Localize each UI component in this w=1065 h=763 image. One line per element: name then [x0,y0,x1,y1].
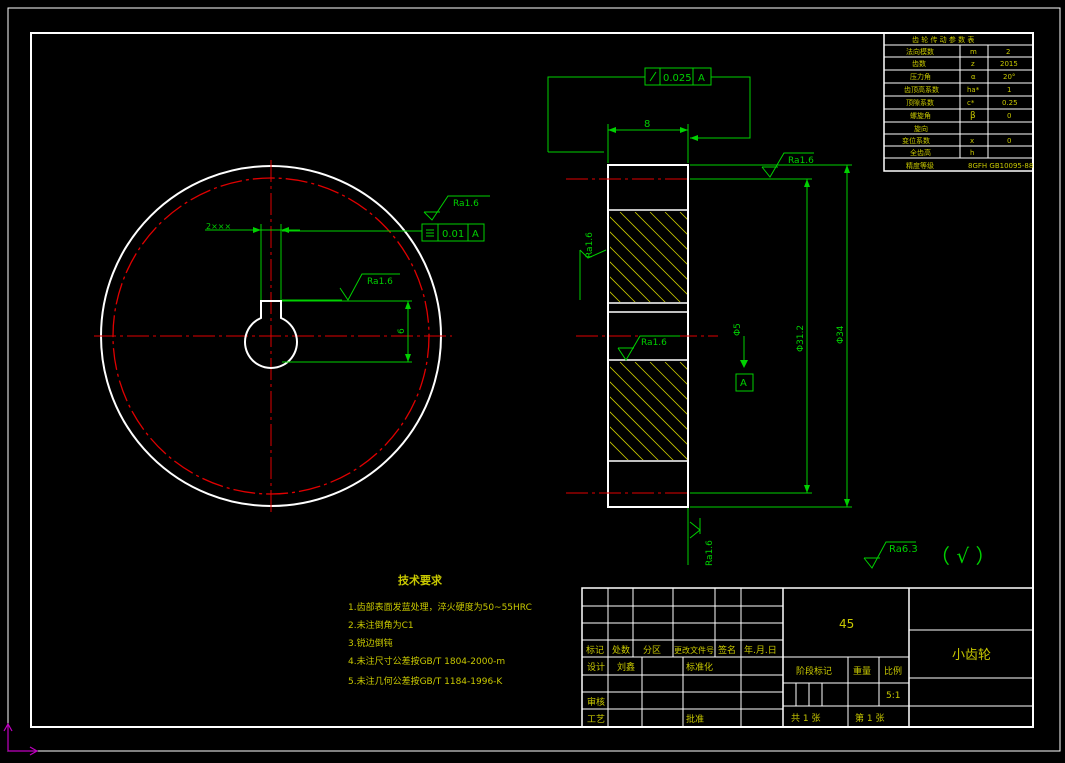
svg-text:2015: 2015 [1000,60,1018,68]
svg-text:ha*: ha* [967,86,980,94]
svg-text:1: 1 [1007,86,1011,94]
hatch-upper [610,212,687,302]
svg-text:年.月.日: 年.月.日 [744,644,777,656]
pitch-dia-dim: Φ31.2 [796,325,806,352]
flatness-tol: 0.01 [442,229,464,240]
svg-text:c*: c* [967,99,975,107]
outer-dia-dim: Φ34 [836,325,846,344]
svg-text:5.未注几何公差按GB/T 1184-1996-K: 5.未注几何公差按GB/T 1184-1996-K [348,675,503,687]
svg-text:h: h [970,149,974,157]
hatch-lower [610,362,687,460]
part-name: 小齿轮 [952,648,991,663]
svg-text:第 1 张: 第 1 张 [855,712,884,724]
runout-tol: 0.025 [663,73,692,84]
datum-a-box [735,373,754,392]
svg-text:精度等级: 精度等级 [906,161,934,170]
front-view: 2××× 0.01 A Ra1.6 Ra1.6 6 [94,160,490,512]
svg-text:齿顶高系数: 齿顶高系数 [904,85,939,94]
svg-text:阶段标记: 阶段标记 [796,665,832,677]
title-block: 标记 处数 分区 更改文件号 签名 年.月.日 设计 刘鑫 标准化 审核 工艺 … [581,587,1034,728]
svg-text:m: m [970,48,977,56]
svg-text:Ra6.3: Ra6.3 [889,544,918,555]
svg-text:法向模数: 法向模数 [906,47,934,56]
svg-text:螺旋角: 螺旋角 [910,111,931,120]
roughness-bottom: Ra1.6 [705,540,715,566]
section-view: 8 0.025 A Ra1.6 Ra1.6 Ra1.6 Φ5 A [547,67,852,566]
param-table: 齿 轮 传 动 参 数 表 法向模数 m 2 齿数 z 2015 压力角 α 2… [883,32,1034,172]
svg-text:全齿高: 全齿高 [910,148,931,157]
ucs-axis-icon [3,722,39,756]
inner-border [30,32,1034,728]
svg-text:分区: 分区 [643,645,661,656]
runout-frame [644,67,712,86]
svg-text:3.锐边倒钝: 3.锐边倒钝 [348,637,393,649]
svg-text:签名: 签名 [718,644,736,656]
roughness-left-face: Ra1.6 [585,232,595,258]
bore-dim: Φ5 [733,323,743,336]
tech-requirements: 技术要求 1.齿部表面发蓝处理，淬火硬度为50~55HRC 2.未注倒角为C1 … [348,573,532,687]
svg-text:变位系数: 变位系数 [902,136,930,145]
svg-text:更改文件号: 更改文件号 [674,645,714,655]
svg-text:齿数: 齿数 [912,59,926,68]
svg-text:处数: 处数 [612,644,630,656]
svg-text:5:1: 5:1 [886,691,900,701]
svg-text:z: z [971,60,975,68]
material: 45 [839,617,854,631]
svg-text:顶隙系数: 顶隙系数 [906,98,934,107]
svg-text:刘鑫: 刘鑫 [617,661,635,673]
svg-text:旋向: 旋向 [914,124,928,133]
flatness-datum: A [472,229,479,240]
svg-text:β: β [970,111,976,121]
bore-keyway [244,300,298,369]
svg-text:标记: 标记 [586,644,604,656]
svg-text:共 1 张: 共 1 张 [791,713,820,724]
datum-a: A [740,378,747,389]
roughness-bore: Ra1.6 [641,338,667,348]
tech-title: 技术要求 [398,573,443,587]
svg-text:4.未注尺寸公差按GB/T 1804-2000-m: 4.未注尺寸公差按GB/T 1804-2000-m [348,655,505,667]
svg-text:审核: 审核 [587,696,605,708]
svg-text:α: α [971,73,976,81]
svg-text:2.未注倒角为C1: 2.未注倒角为C1 [348,619,414,631]
svg-text:标准化: 标准化 [686,661,713,673]
svg-text:1.齿部表面发蓝处理，淬火硬度为50~55HRC: 1.齿部表面发蓝处理，淬火硬度为50~55HRC [348,601,532,613]
flatness-frame [421,223,485,242]
svg-text:批准: 批准 [686,713,704,725]
roughness-rim: Ra1.6 [788,156,814,166]
svg-text:重量: 重量 [853,665,871,677]
roughness-keyway-top: Ra1.6 [453,199,479,209]
hub-width-dim: 8 [644,119,650,130]
svg-text:x: x [970,137,974,145]
svg-text:压力角: 压力角 [910,72,931,81]
keyway-depth-dim: 6 [397,328,407,334]
svg-text:设计: 设计 [587,661,605,673]
svg-text:0: 0 [1007,112,1011,120]
general-roughness: Ra6.3 （ √ ） [863,541,995,569]
runout-datum: A [698,73,705,84]
svg-text:比例: 比例 [884,665,902,677]
svg-text:20°: 20° [1003,73,1015,81]
svg-text:2: 2 [1006,48,1010,56]
svg-text:0.25: 0.25 [1002,99,1018,107]
svg-text:8GFH GB10095-88: 8GFH GB10095-88 [968,162,1033,170]
keyway-width-dim: 2××× [206,222,231,231]
outer-border [7,7,1061,752]
svg-text:（ √ ）: （ √ ） [930,544,995,568]
svg-text:工艺: 工艺 [587,714,605,725]
roughness-keyway-side: Ra1.6 [367,277,393,287]
svg-text:0: 0 [1007,137,1011,145]
param-title: 齿 轮 传 动 参 数 表 [912,35,974,44]
